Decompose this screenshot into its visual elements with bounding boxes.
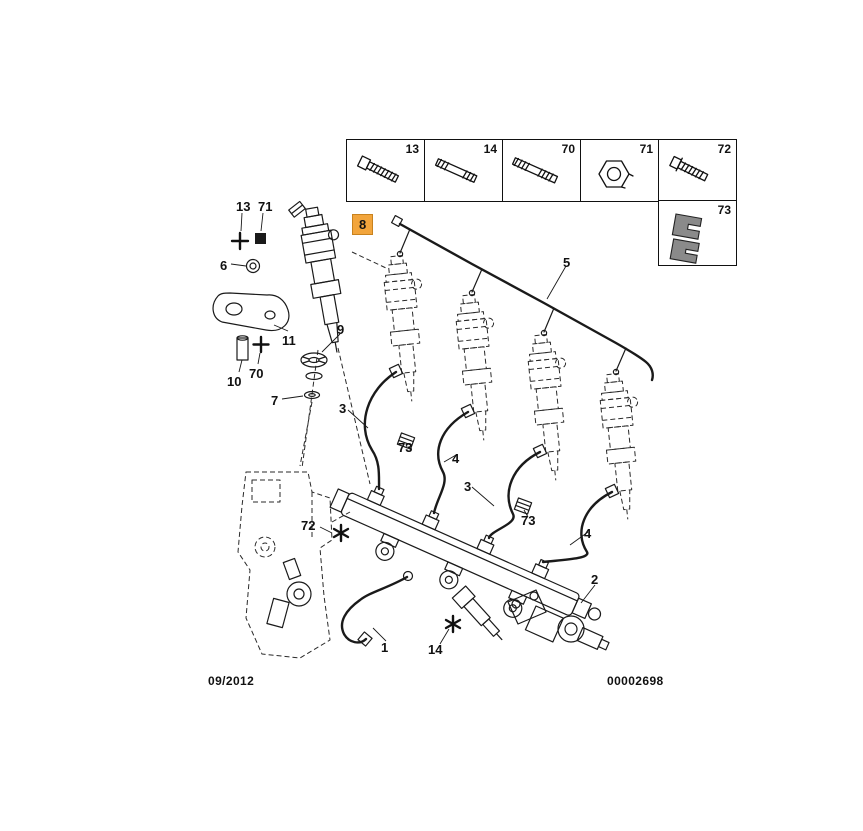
long-stud-icon	[511, 157, 559, 184]
hp-pipes-front	[363, 363, 476, 515]
washer-7-drawing	[303, 390, 321, 400]
hp-pipes-rear	[487, 443, 620, 564]
callout-3-front[interactable]: 3	[339, 401, 347, 416]
nut-6-drawing	[245, 258, 261, 274]
callout-4-front[interactable]: 4	[452, 451, 460, 466]
assembly-guide-lines	[299, 251, 387, 523]
legend-box-72[interactable]: 72	[658, 139, 737, 202]
pipe-clip-rear	[513, 497, 533, 515]
drawing-number: 00002698	[607, 674, 664, 688]
legend-part-number: 14	[483, 142, 497, 156]
legend-part-number: 73	[717, 203, 731, 217]
callout-13[interactable]: 13	[236, 199, 251, 214]
callout-1[interactable]: 1	[381, 640, 389, 655]
callout-7[interactable]: 7	[271, 393, 279, 408]
fuel-rail-drawing	[329, 485, 602, 621]
legend-box-70[interactable]: 70	[502, 139, 581, 202]
legend-part-number: 13	[405, 142, 419, 156]
callout-3-rear[interactable]: 3	[464, 479, 472, 494]
callout-10[interactable]: 10	[227, 374, 242, 389]
revision-date: 09/2012	[208, 674, 255, 688]
callout-6[interactable]: 6	[220, 258, 228, 273]
injector-bank-phantom	[381, 253, 651, 522]
callout-14[interactable]: 14	[428, 642, 443, 657]
leader-lines	[230, 212, 596, 645]
return-line-5-drawing	[390, 214, 654, 382]
legend-box-13[interactable]: 13	[346, 139, 425, 202]
callout-73-rear[interactable]: 73	[521, 513, 536, 528]
legend-box-71[interactable]: 71	[580, 139, 659, 202]
washer-9-drawing	[300, 352, 328, 381]
sleeve-10-drawing	[236, 335, 249, 361]
callout-71[interactable]: 71	[258, 199, 273, 214]
cross-marker-13	[230, 231, 250, 251]
legend-box-14[interactable]: 14	[424, 139, 503, 202]
legend-part-number: 72	[717, 142, 731, 156]
injector-8-drawing	[288, 200, 360, 356]
regulator-2-drawing	[507, 589, 610, 651]
flange-bolt-icon	[669, 155, 709, 182]
callout-70[interactable]: 70	[249, 366, 264, 381]
legend-part-number: 71	[639, 142, 653, 156]
sensor-14-area-drawing	[451, 585, 503, 641]
callout-2[interactable]: 2	[591, 572, 599, 587]
star-marker-72	[332, 523, 350, 543]
bolt-icon	[356, 155, 400, 183]
callout-5[interactable]: 5	[563, 255, 571, 270]
bracket-11-drawing	[212, 292, 290, 332]
stud-icon	[434, 158, 478, 183]
legend-part-number: 70	[561, 142, 575, 156]
pipe-clip-front	[396, 432, 416, 450]
callout-9[interactable]: 9	[337, 322, 345, 337]
callout-11[interactable]: 11	[282, 333, 296, 348]
square-marker-71	[255, 233, 266, 244]
callout-73-front[interactable]: 73	[398, 440, 413, 455]
callout-8-highlighted[interactable]: 8	[352, 214, 374, 235]
star-marker-14	[444, 614, 462, 634]
callout-72[interactable]: 72	[301, 518, 316, 533]
callout-4-rear[interactable]: 4	[584, 526, 592, 541]
cross-marker-70	[252, 335, 270, 354]
legend-box-73[interactable]: 73	[658, 200, 737, 266]
feed-pipe-1-drawing	[340, 570, 414, 647]
nut-icon	[598, 160, 634, 189]
engine-block-phantom	[237, 471, 333, 659]
clip-icon	[669, 213, 703, 264]
